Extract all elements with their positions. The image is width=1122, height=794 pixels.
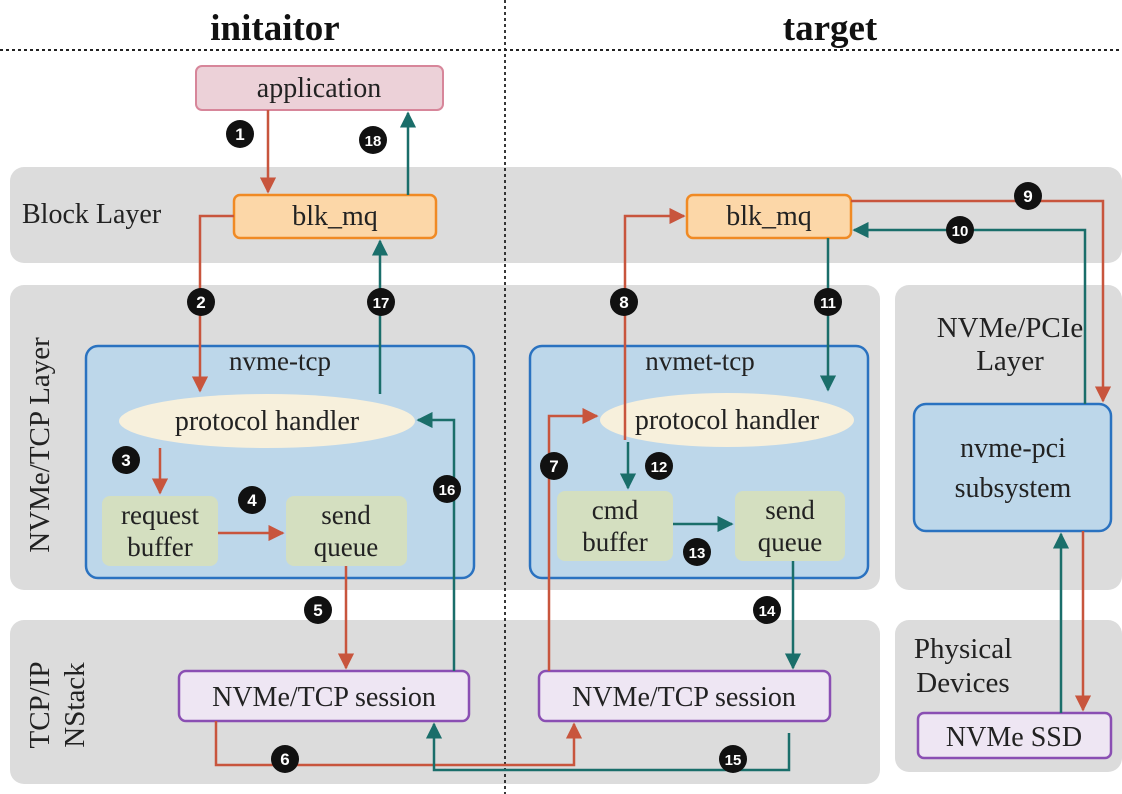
step-label-14: 14 [759,603,776,620]
request-buffer-label-line2: buffer [127,532,192,562]
step-label-3: 3 [121,451,130,470]
step-badge-16 [433,475,461,503]
physical-layer-label-line2: Devices [916,667,1009,699]
step-badge-7 [540,452,568,480]
arrow-step-6 [214,721,583,767]
send-queue-initiator-label-line1: send [321,500,371,530]
step-label-17: 17 [373,295,390,312]
session-initiator-label: NVMe/TCP session [212,682,436,713]
session-initiator-box [177,669,471,723]
application-box [195,65,444,111]
step-badge-6 [271,745,299,773]
step-label-13: 13 [689,545,706,562]
step-badge-4 [238,486,266,514]
arrow-step-2 [191,214,234,393]
arrow-step-8 [623,207,686,440]
step-badge-15 [719,745,747,773]
block-layer-band [10,167,1122,263]
nvme-tcp-layer-label: NVMe/TCP Layer [24,337,56,553]
step-badge-3 [112,446,140,474]
send-queue-initiator-box [286,496,407,566]
nvmet-tcp-module-label: nvmet-tcp [645,346,754,376]
step-badge-5 [304,596,332,624]
step-label-16: 16 [439,482,456,499]
step-label-10: 10 [952,223,969,240]
session-target-label: NVMe/TCP session [572,682,796,713]
block-layer-label: Block Layer [22,199,162,230]
pcie-layer-label-line1: NVMe/PCIe [937,312,1084,344]
step-label-4: 4 [247,491,257,510]
blk-mq-target-label: blk_mq [726,201,812,232]
step-label-12: 12 [651,459,668,476]
step-label-7: 7 [549,457,558,476]
tcpip-layer-label-line2: NStack [59,662,91,748]
cmd-buffer-label-line1: cmd [592,495,639,525]
cmd-buffer-box [557,491,673,561]
step-badge-11 [814,288,842,316]
arrow-step-9 [851,199,1112,403]
protocol-handler-initiator-label: protocol handler [175,406,360,437]
nvme-tcp-module-label: nvme-tcp [229,346,331,376]
pcie-layer-label-line2: Layer [976,345,1044,377]
application-label: application [257,73,381,104]
nvme-ssd-box [916,711,1113,760]
step-label-11: 11 [820,295,836,312]
request-buffer-box [102,496,218,566]
step-label-5: 5 [313,601,322,620]
arrow-step-16 [416,411,456,671]
send-queue-target-label-line2: queue [758,527,822,557]
request-buffer-label-line1: request [121,500,199,530]
blk-mq-initiator-label: blk_mq [292,201,378,232]
nvme-pci-label-line2: subsystem [955,473,1072,504]
step-badge-1 [226,120,254,148]
step-badge-2 [187,288,215,316]
protocol-handler-target-label: protocol handler [635,405,820,436]
nvme-pci-label-line1: nvme-pci [960,433,1066,464]
arrow-step-10 [852,221,1087,404]
protocol-handler-initiator [119,394,415,448]
step-label-6: 6 [280,750,289,769]
step-label-9: 9 [1023,187,1032,206]
step-badge-14 [753,596,781,624]
arrow-step-15 [425,722,791,772]
step-badge-10 [946,216,974,244]
initiator-header: initaitor [210,8,339,49]
step-label-15: 15 [725,752,742,769]
tcpip-layer-label-line1: TCP/IP [24,661,56,748]
step-label-8: 8 [619,293,628,312]
step-badge-13 [683,538,711,566]
step-badge-17 [367,288,395,316]
step-label-18: 18 [365,133,382,150]
step-label-2: 2 [196,293,205,312]
send-queue-target-box [735,491,845,561]
step-badge-18 [359,126,387,154]
session-target-box [537,669,832,723]
nvme-ssd-label: NVMe SSD [946,722,1082,753]
arrow-step-7 [547,407,599,671]
cmd-buffer-label-line2: buffer [582,527,647,557]
step-label-1: 1 [235,125,244,144]
send-queue-initiator-label-line2: queue [314,532,378,562]
physical-layer-label-line1: Physical [914,633,1012,665]
step-badge-12 [645,452,673,480]
step-badge-8 [610,288,638,316]
send-queue-target-label-line1: send [765,495,815,525]
nvme-pci-subsystem-box [912,402,1113,533]
protocol-handler-target [600,393,854,447]
step-badge-9 [1014,182,1042,210]
target-header: target [783,8,878,49]
blk-mq-target-box [685,193,853,240]
